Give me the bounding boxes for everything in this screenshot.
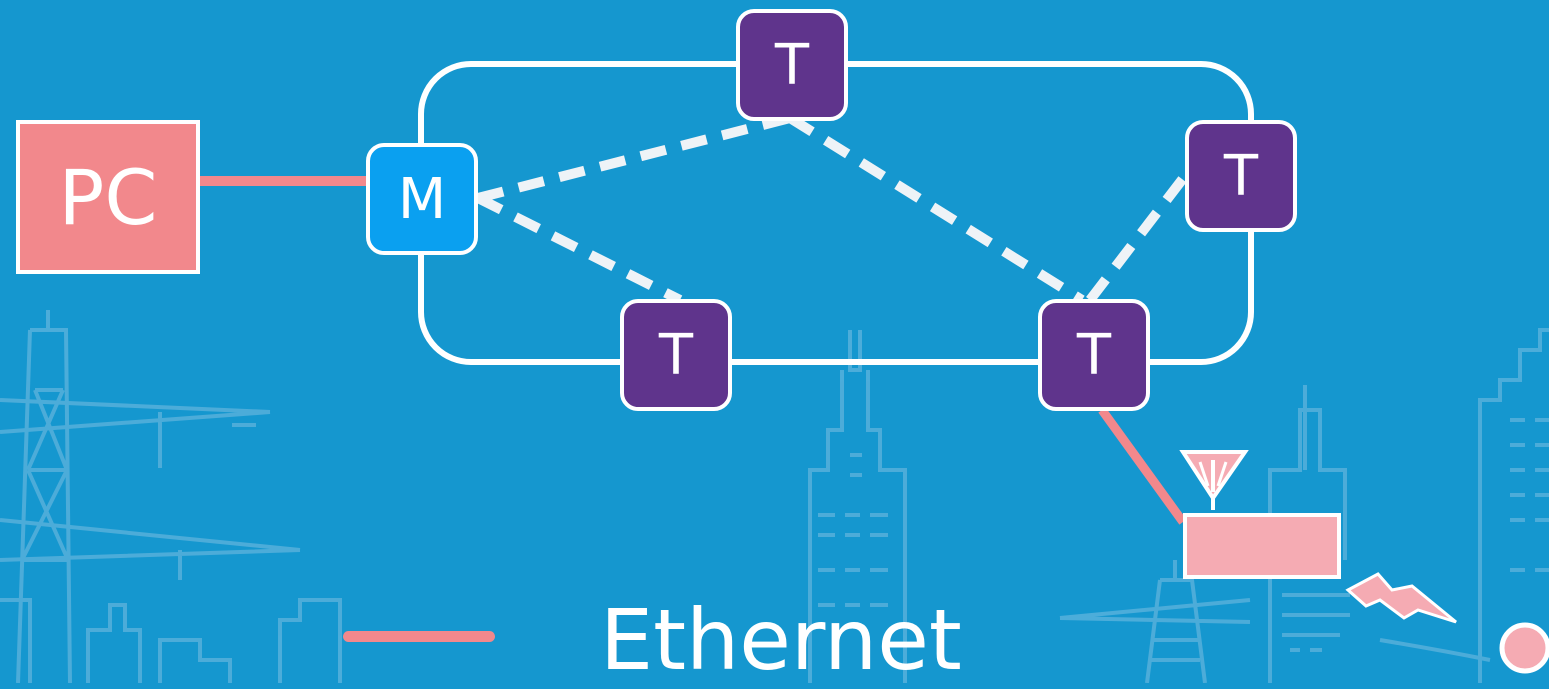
terminal-node-bottom-left: T [620,299,732,411]
master-node: M [366,143,478,255]
end-device-icon [1499,622,1549,674]
terminal-node-top: T [736,9,848,121]
city-skyline-background [0,310,1549,683]
terminal-node-far-right: T [1185,120,1297,232]
wireless-link-right-terminal-far-terminal [1086,168,1192,304]
master-node-label: M [397,166,447,232]
terminal-node-label: T [1076,322,1112,388]
wireless-link-top-terminal-right-terminal [787,113,1085,305]
pc-label: PC [58,152,158,242]
wireless-link-master-top-terminal [476,113,792,203]
terminal-node-label: T [1223,143,1259,209]
wireless-links [475,113,1192,305]
wireless-link-master-bottom-terminal [475,193,683,305]
terminal-node-label: T [774,32,810,98]
terminal-node-label: T [658,322,694,388]
terminal-node-bottom-right: T [1038,299,1150,411]
radio-device [1183,513,1341,579]
legend-ethernet-swatch [343,631,495,642]
ethernet-link-terminal-radio [1098,407,1187,525]
legend-ethernet-label: Ethernet [600,591,962,689]
lightning-bolt-icon [1345,572,1457,624]
pc-node: PC [16,120,200,274]
antenna-icon [1179,450,1249,510]
